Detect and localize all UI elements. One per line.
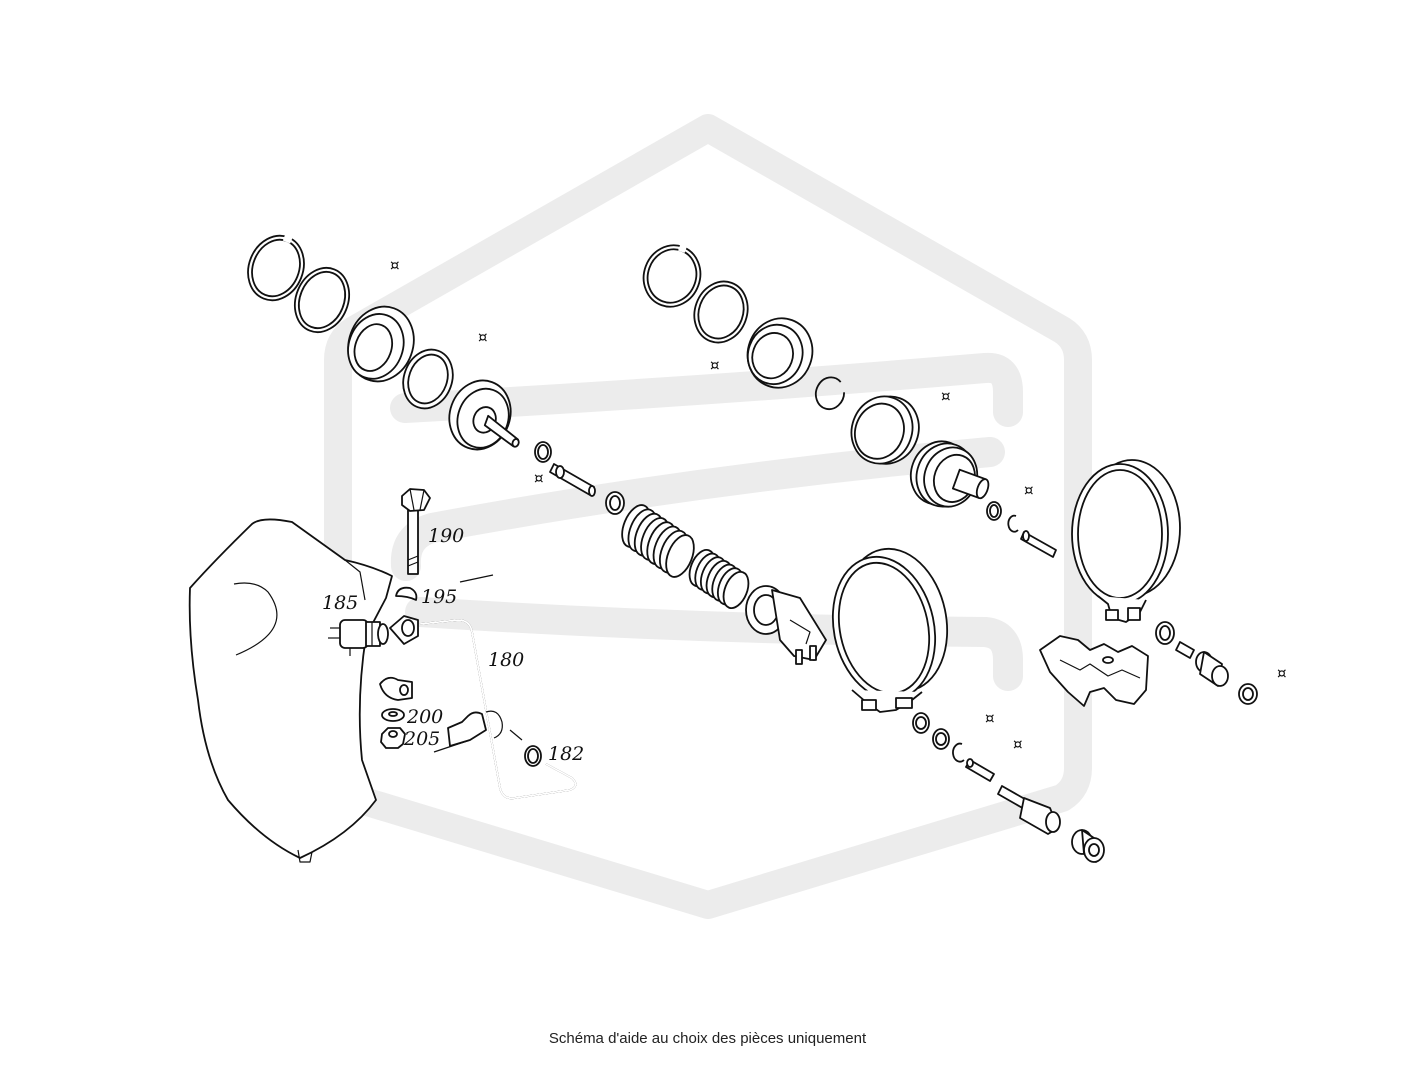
watermark-stripe-top	[390, 352, 1023, 427]
marker: ¤	[985, 709, 995, 727]
brake-band	[1071, 459, 1181, 623]
o-ring	[534, 441, 552, 463]
watermark-stripe-middle	[390, 437, 1005, 581]
marker: ¤	[941, 387, 951, 405]
watermark-stripe-bottom	[405, 597, 1023, 691]
screw-plug	[1071, 829, 1105, 863]
spring-coil	[722, 571, 750, 609]
valve-piston	[997, 785, 1061, 835]
pin	[1175, 641, 1195, 659]
snap-ring	[247, 234, 305, 302]
plug	[1195, 651, 1229, 687]
o-ring	[1155, 621, 1175, 645]
pin	[1020, 530, 1057, 558]
transmission-housing	[188, 518, 393, 863]
tube-bracket	[433, 710, 523, 753]
callout-180: 180	[488, 649, 524, 671]
o-ring	[605, 491, 625, 515]
piston-with-rod	[448, 379, 520, 451]
marker: ¤	[1024, 481, 1034, 499]
o-ring	[932, 728, 950, 750]
washer	[395, 586, 418, 601]
compression-spring	[688, 549, 750, 609]
marker: ¤	[1013, 735, 1023, 753]
leader-line	[459, 574, 494, 583]
pin	[965, 758, 995, 782]
electrical-connector	[328, 619, 389, 656]
washer-200	[381, 708, 405, 722]
callout-190: 190	[428, 525, 464, 547]
callout-182: 182	[548, 743, 584, 765]
callout-195: 195	[421, 586, 457, 608]
tube-clip	[379, 676, 413, 701]
compression-spring	[621, 504, 695, 578]
diagram-caption: Schéma d'aide au choix des pièces unique…	[548, 1030, 867, 1047]
circlip	[952, 742, 965, 763]
snap-ring	[642, 243, 702, 308]
watermark-hexagon	[324, 114, 1092, 919]
seal-ring	[693, 280, 749, 344]
seal-ring	[850, 395, 920, 465]
circlip	[1007, 514, 1019, 533]
marker: ¤	[478, 328, 488, 346]
pin	[549, 463, 596, 497]
nut	[380, 727, 406, 749]
seal-ring	[524, 745, 542, 767]
piston-with-hub	[909, 440, 990, 508]
brake-band	[831, 547, 949, 713]
callout-205: 205	[403, 728, 440, 750]
marker: ¤	[390, 256, 400, 274]
circlip	[814, 376, 846, 411]
callout-200: 200	[406, 706, 443, 728]
o-ring	[1238, 683, 1258, 705]
marker: ¤	[1277, 664, 1287, 682]
watermark-logo	[324, 114, 1092, 919]
callout-185: 185	[322, 592, 358, 614]
marker: ¤	[710, 356, 720, 374]
marker: ¤	[534, 469, 544, 487]
piston-cup	[347, 305, 415, 383]
seal-ring	[294, 266, 350, 334]
band-bracket	[1039, 635, 1149, 707]
o-ring	[912, 712, 930, 734]
seal-ring	[402, 348, 454, 410]
o-ring	[986, 501, 1002, 521]
piston-cup	[746, 317, 814, 389]
servo-body	[745, 585, 827, 665]
bolt	[401, 488, 431, 575]
spring-coil	[665, 534, 695, 578]
oil-tube	[389, 615, 577, 800]
